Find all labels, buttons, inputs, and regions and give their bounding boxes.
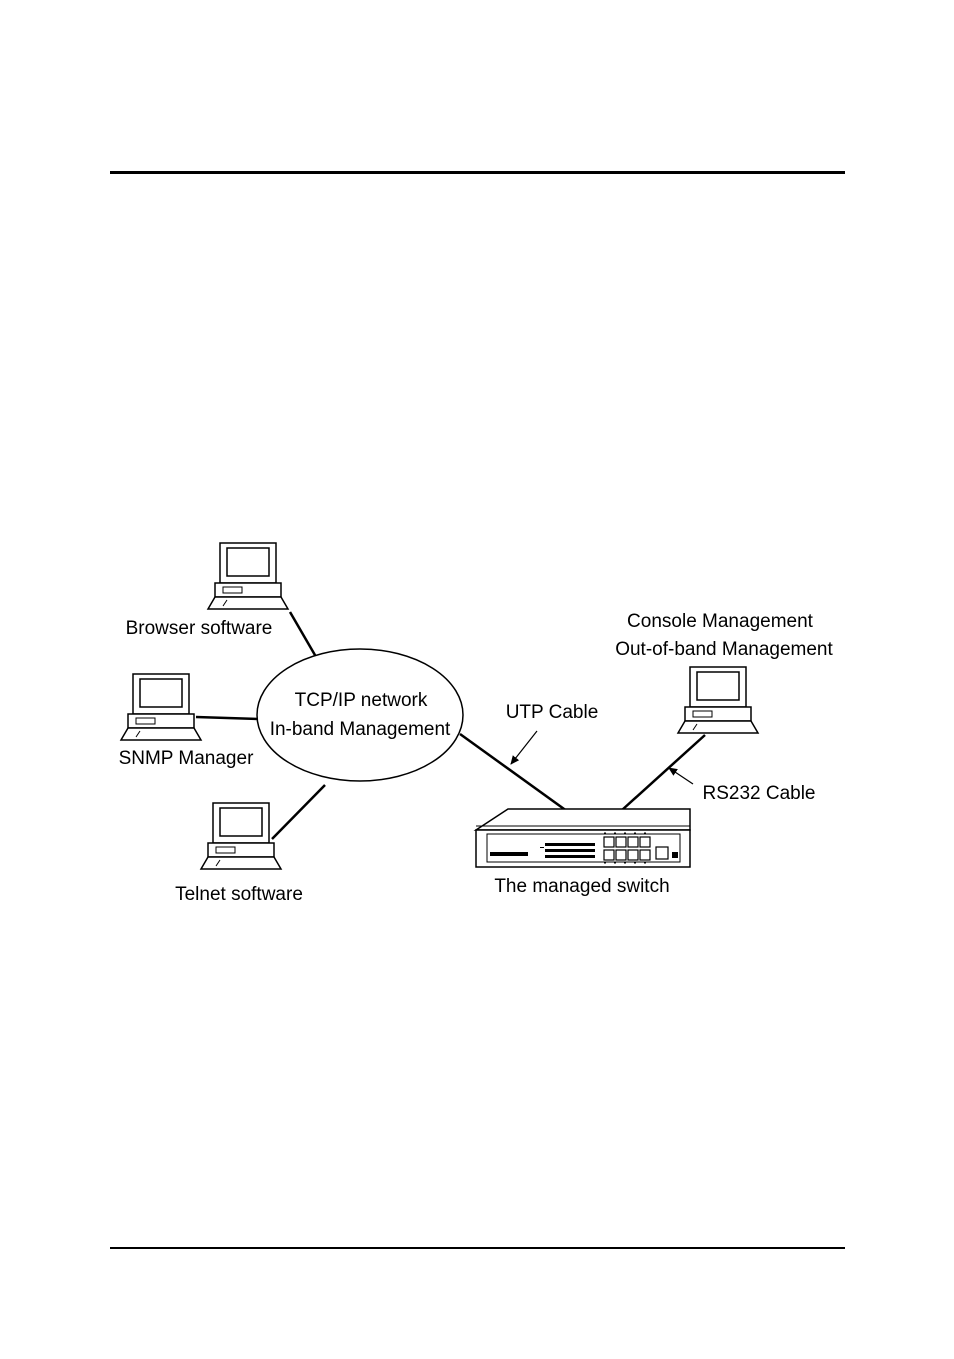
utp-cable-arrow bbox=[510, 730, 538, 765]
browser-computer-icon bbox=[207, 542, 289, 610]
telnet-link bbox=[271, 784, 326, 840]
network-label-line2: In-band Management bbox=[270, 719, 451, 740]
snmp-computer-icon bbox=[120, 673, 202, 741]
rs232-cable-arrow bbox=[668, 767, 694, 785]
switch-label: The managed switch bbox=[494, 876, 669, 897]
snmp-label: SNMP Manager bbox=[119, 748, 254, 769]
telnet-label: Telnet software bbox=[175, 884, 303, 905]
telnet-computer-icon bbox=[200, 802, 282, 870]
managed-switch-icon bbox=[473, 808, 691, 868]
tcpip-network-ellipse bbox=[256, 648, 464, 782]
browser-label: Browser software bbox=[126, 618, 273, 639]
header-rule bbox=[110, 171, 845, 174]
rs232-cable-label: RS232 Cable bbox=[702, 783, 815, 804]
console-label-line1: Console Management bbox=[627, 611, 814, 632]
network-label-line1: TCP/IP network bbox=[295, 690, 428, 711]
utp-cable-label: UTP Cable bbox=[506, 702, 599, 723]
browser-link bbox=[288, 611, 321, 663]
rs232-cable-line bbox=[621, 734, 706, 811]
footer-rule bbox=[110, 1247, 845, 1249]
console-label-line2: Out-of-band Management bbox=[615, 639, 833, 660]
console-computer-icon bbox=[677, 666, 759, 734]
snmp-link bbox=[195, 715, 260, 721]
